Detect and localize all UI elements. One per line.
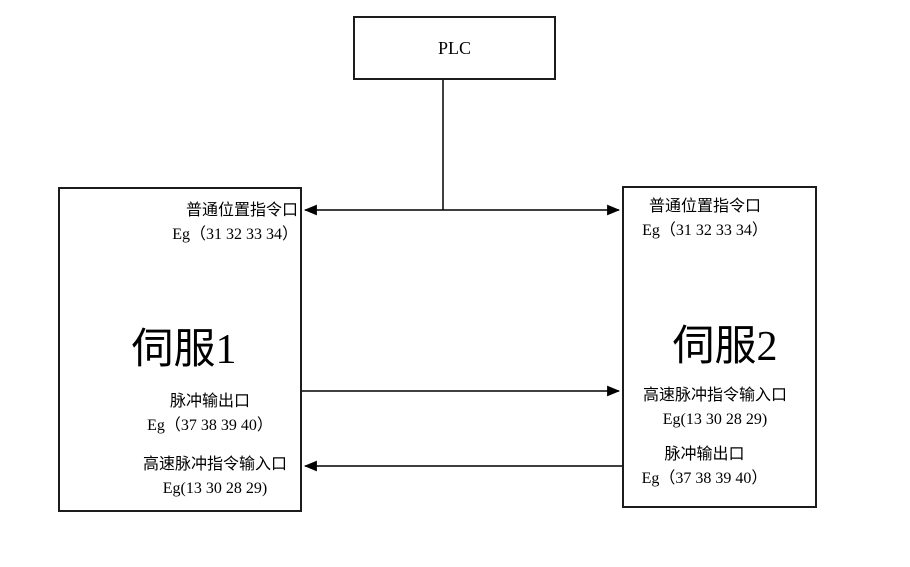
servo2-top-port-pins: Eg（31 32 33 34） [642, 222, 768, 239]
servo2-mid-port-pins: Eg(13 30 28 29) [662, 411, 768, 428]
servo1-mid-port-pins: Eg（37 38 39 40） [147, 417, 273, 434]
servo2-box: 伺服2 普通位置指令口 Eg（31 32 33 34） 高速脉冲指令输入口 Eg… [622, 186, 817, 508]
servo1-box: 伺服1 普通位置指令口 Eg（31 32 33 34） 脉冲输出口 Eg（37 … [58, 187, 302, 512]
servo2-bottom-port-pins: Eg（37 38 39 40） [641, 470, 768, 487]
servo1-top-port-pins: Eg（31 32 33 34） [172, 226, 298, 243]
servo2-title: 伺服2 [672, 324, 778, 370]
servo1-bottom-port: 高速脉冲指令输入口 Eg(13 30 28 29) [135, 453, 295, 501]
servo2-mid-port: 高速脉冲指令输入口 Eg(13 30 28 29) [634, 384, 796, 432]
servo1-mid-port-name: 脉冲输出口 [169, 393, 250, 410]
servo1-bottom-port-name: 高速脉冲指令输入口 [142, 456, 287, 473]
servo2-mid-port-name: 高速脉冲指令输入口 [642, 387, 787, 404]
servo1-top-port-name: 普通位置指令口 [185, 202, 298, 219]
servo1-bottom-port-pins: Eg(13 30 28 29) [162, 480, 268, 497]
plc-label: PLC [437, 37, 471, 58]
servo2-bottom-port: 脉冲输出口 Eg（37 38 39 40） [632, 443, 777, 491]
servo2-top-port-name: 普通位置指令口 [648, 198, 761, 215]
servo1-top-port: 普通位置指令口 Eg（31 32 33 34） [158, 199, 298, 247]
servo1-title: 伺服1 [131, 327, 237, 373]
servo2-bottom-port-name: 脉冲输出口 [664, 446, 745, 463]
servo2-top-port: 普通位置指令口 Eg（31 32 33 34） [632, 195, 778, 243]
plc-box: PLC [353, 16, 556, 80]
servo1-mid-port: 脉冲输出口 Eg（37 38 39 40） [140, 390, 280, 438]
